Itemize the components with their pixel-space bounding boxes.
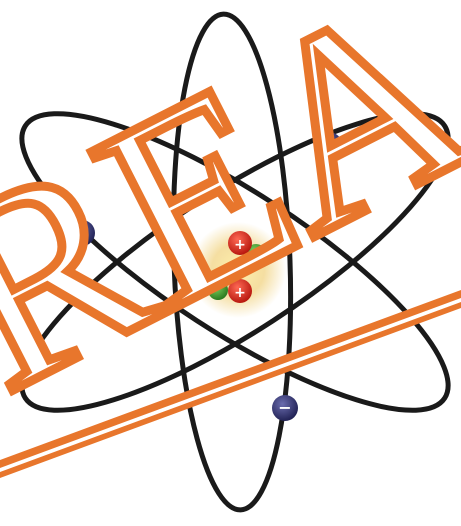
electron-symbol: − [278, 398, 291, 417]
